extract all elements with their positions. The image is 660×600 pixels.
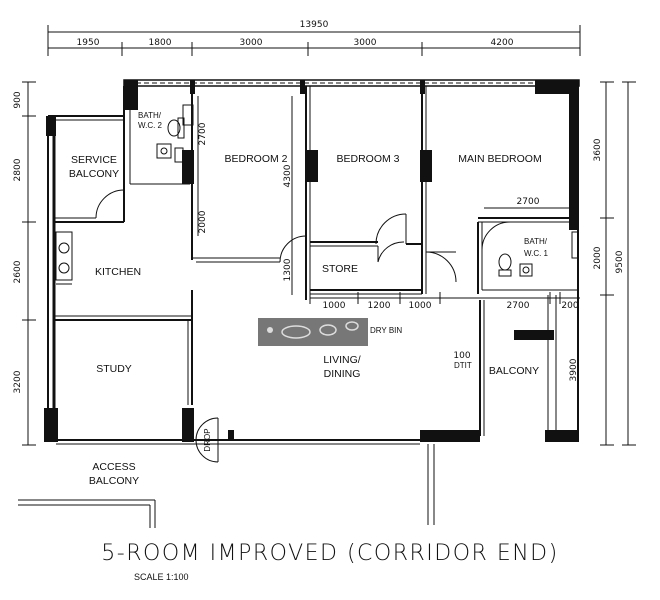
- label-bath-wc2-line2: W.C. 2: [138, 121, 163, 130]
- right-dim-3: 3900: [569, 358, 579, 381]
- label-access-balcony-line2: BALCONY: [89, 475, 139, 487]
- top-dim-2: 1800: [149, 38, 172, 48]
- dim-bedroom2-depth: 4300: [283, 164, 293, 187]
- top-dim-5: 4200: [491, 38, 514, 48]
- label-kitchen: KITCHEN: [95, 266, 141, 278]
- dim-bottom-4: 2700: [507, 301, 530, 311]
- label-living-dining-line1: LIVING/: [323, 354, 360, 366]
- label-living-dining-line2: DINING: [324, 368, 361, 380]
- label-store: STORE: [322, 263, 358, 275]
- left-dim-2: 2800: [13, 158, 23, 181]
- dim-bottom-5: 200: [561, 301, 578, 311]
- left-dim-3: 2600: [13, 260, 23, 283]
- label-bath-wc1-line1: BATH/: [524, 237, 548, 246]
- top-dim-1: 1950: [77, 38, 100, 48]
- plan-title: 5-ROOM IMPROVED (CORRIDOR END): [101, 541, 558, 566]
- left-dim-4: 3200: [13, 370, 23, 393]
- outer-walls: [44, 79, 580, 525]
- top-dimensions: 13950 1950 1800 3000 3000 4200: [47, 20, 581, 56]
- label-balcony: BALCONY: [489, 365, 539, 377]
- label-service-balcony-line2: BALCONY: [69, 168, 119, 180]
- inner-dimension-labels: 2700 2000 4300 1300 2700 1000 1200 1000 …: [198, 122, 579, 361]
- label-bath-wc2-line1: BATH/: [138, 111, 162, 120]
- scale-label: SCALE 1:100: [134, 572, 189, 582]
- dim-100: 100: [453, 351, 470, 361]
- right-dimensions: 3600 2000 3900 9500: [569, 81, 636, 446]
- overall-width-label: 13950: [300, 20, 329, 30]
- dim-bottom-3: 1000: [409, 301, 432, 311]
- dim-bottom-1: 1000: [323, 301, 346, 311]
- label-bath-wc1-line2: W.C. 1: [524, 249, 549, 258]
- overall-depth-label: 9500: [615, 250, 625, 273]
- left-dim-1: 900: [13, 91, 23, 108]
- top-dim-3: 3000: [240, 38, 263, 48]
- label-service-balcony-line1: SERVICE: [71, 154, 117, 166]
- dim-store-depth: 1300: [283, 258, 293, 281]
- label-bedroom2: BEDROOM 2: [224, 153, 287, 165]
- right-dim-1: 3600: [593, 138, 603, 161]
- label-bedroom3: BEDROOM 3: [336, 153, 399, 165]
- dining-table: [258, 318, 368, 346]
- right-dim-2: 2000: [593, 246, 603, 269]
- label-drop: DROP: [203, 428, 212, 451]
- dim-bottom-2: 1200: [368, 301, 391, 311]
- label-access-balcony-line1: ACCESS: [92, 461, 135, 473]
- dim-bath-wc2-depth: 2700: [198, 122, 208, 145]
- room-labels: BATH/ W.C. 2 SERVICE BALCONY BEDROOM 2 B…: [69, 111, 549, 487]
- label-main-bedroom: MAIN BEDROOM: [458, 153, 541, 165]
- label-entry: DTIT: [454, 361, 472, 370]
- label-study: STUDY: [96, 363, 132, 375]
- label-dry-bin: DRY BIN: [370, 326, 402, 335]
- left-dimensions: 900 2800 2600 3200: [13, 81, 36, 446]
- top-dim-4: 3000: [354, 38, 377, 48]
- dim-bedroom2-lower: 2000: [198, 210, 208, 233]
- interior-walls: [18, 86, 580, 528]
- dim-main-bath-width: 2700: [517, 197, 540, 207]
